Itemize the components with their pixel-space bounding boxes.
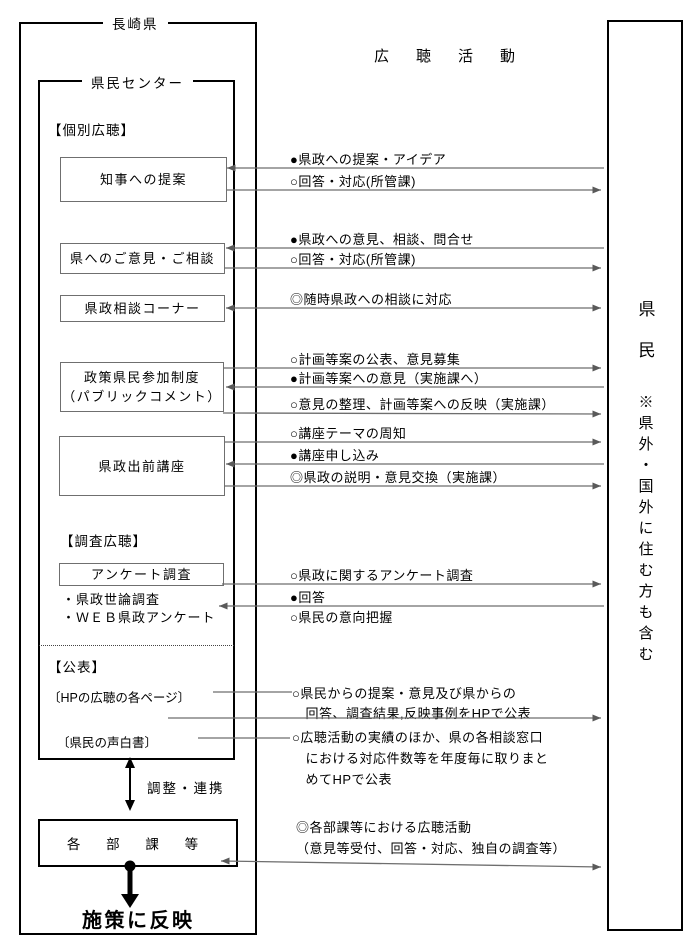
flow-label-lec-apply: ●講座申し込み [290, 448, 380, 463]
prefecture-box-label: 長崎県 [103, 13, 168, 33]
section-individual: 【個別広聴】 [48, 123, 135, 138]
flow-label-opinion-in: ●県政への意見、相談、問合せ [290, 232, 474, 247]
flow-label-pc-publish: ○計画等案の公表、意見募集 [290, 352, 461, 367]
flow-label-proposal-out: ○回答・対応(所管課) [290, 174, 417, 189]
flow-label-consult-both: ◎随時県政への相談に対応 [290, 292, 453, 307]
citizens-box: 県民 ※県外・国外に住む方も含む [607, 20, 683, 931]
box-governor-proposal: 知事への提案 [60, 157, 227, 202]
flow-label-q-survey: ○県政に関するアンケート調査 [290, 568, 474, 583]
reflect-policy-label: 施策に反映 [82, 910, 195, 932]
flow-label-proposal-in: ●県政への提案・アイデア [290, 152, 447, 167]
box-consultation-corner: 県政相談コーナー [60, 295, 225, 322]
section-publication: 【公表】 [48, 660, 106, 675]
dotted-separator [39, 645, 234, 646]
arrow-dept-activity [220, 857, 602, 871]
publication-white-paper: 〔県民の声白書〕 [57, 736, 158, 750]
flow-label-lec-theme: ○講座テーマの周知 [290, 426, 407, 441]
box-opinions: 県へのご意見・ご相談 [60, 243, 225, 274]
flow-label-q-grasp: ○県民の意向把握 [290, 610, 393, 625]
flow-label-pc-reflect: ○意見の整理、計画等案への反映（実施課） [290, 397, 555, 412]
section-survey: 【調査広聴】 [60, 534, 147, 549]
publication-hp-pages: 〔HPの広聴の各ページ〕 [48, 691, 191, 705]
box-departments: 各 部 課 等 [38, 819, 238, 867]
box-lecture: 県政出前講座 [59, 436, 225, 496]
flow-label-wp-pub: ○広聴活動の実績のほか、県の各相談窓口 における対応件数等を年度毎に取りまと め… [292, 730, 549, 787]
survey-item-web-questionnaire: ・ＷＥＢ県政アンケート [62, 610, 216, 625]
flow-label-dept-activity: ◎各部課等における広聴活動 （意見等受付、回答・対応、独自の調査等） [296, 820, 567, 856]
flow-label-pc-opinion: ●計画等案への意見（実施課へ） [290, 371, 488, 386]
diagram-title: 広聴活動 [374, 48, 543, 65]
box-public-comment: 政策県民参加制度 （パブリックコメント） [60, 362, 224, 412]
box-questionnaire: アンケート調査 [59, 563, 224, 586]
citizens-label: 県民 [635, 300, 655, 382]
survey-item-opinion-poll: ・県政世論調査 [62, 592, 161, 607]
flow-label-q-answer: ●回答 [290, 590, 326, 605]
flow-label-opinion-out: ○回答・対応(所管課) [290, 252, 417, 267]
flow-label-lec-exchange: ◎県政の説明・意見交換（実施課） [290, 470, 507, 485]
coordination-label: 調整・連携 [147, 781, 225, 796]
citizen-center-box-label: 県民センター [82, 72, 193, 92]
citizens-note: ※県外・国外に住む方も含む [636, 394, 654, 667]
flow-label-hp-pub: ○県民からの提案・意見及び県からの 回答、調査結果,反映事例をHPで公表 [292, 686, 532, 721]
